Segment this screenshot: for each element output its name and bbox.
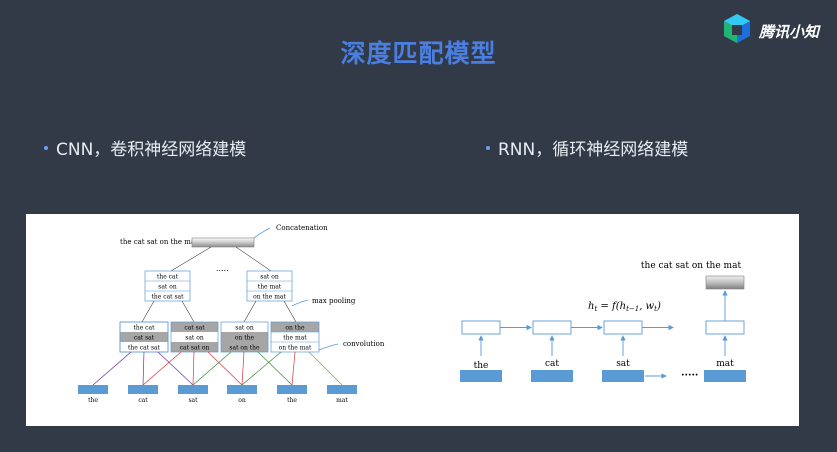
conv-cell: cat sat [184, 325, 205, 332]
conv-cell: on the [285, 325, 305, 332]
bullet-rnn: RNN，循环神经网络建模 [486, 135, 688, 160]
rnn-input-arrows [478, 290, 728, 356]
pool-cell: sat on [158, 284, 177, 291]
rnn-output-box [705, 275, 745, 290]
cnn-diagram: the cat sat on the mat Concatenation ...… [78, 224, 385, 404]
conv-cell: sat on [185, 335, 204, 342]
slide-title: 深度匹配模型 [340, 39, 497, 68]
cnn-word: cat [138, 397, 148, 404]
bullet-dot-icon [44, 145, 48, 150]
rnn-input-row [460, 370, 746, 382]
model-figure: the cat sat on the mat Concatenation ...… [26, 214, 799, 426]
conv-cell: the cat [133, 325, 155, 332]
rnn-word-embedding [531, 370, 573, 382]
cnn-word: on [238, 397, 246, 404]
conv-group-1: the cat cat sat the cat sat [119, 321, 169, 353]
conv-cell: on the [235, 335, 255, 342]
cnn-word-row: the cat sat on the mat [78, 385, 357, 404]
pool-cell: sat on [260, 274, 279, 281]
conv-cell: cat sat on [180, 345, 210, 352]
rnn-hidden-state [532, 320, 572, 335]
logo-text: 腾讯小知 [759, 23, 820, 41]
rnn-hidden-state [705, 320, 745, 335]
rnn-word-embedding [460, 370, 502, 382]
rnn-word: sat [616, 359, 630, 369]
bullet-dot-icon [486, 145, 490, 150]
cnn-input-sentence: the cat sat on the mat [120, 238, 198, 246]
conv-cell: cat sat [134, 335, 155, 342]
pool-group-2: sat on the mat on the mat [246, 270, 293, 302]
max-pooling-label: max pooling [312, 297, 356, 305]
rnn-word-embedding [602, 370, 644, 382]
pool-cell: the cat [157, 274, 179, 281]
concatenation-box [191, 237, 255, 248]
convolution-label: convolution [343, 340, 385, 348]
rnn-output-sentence: the cat sat on the mat [641, 261, 742, 271]
model-diagram: the cat sat on the mat Concatenation ...… [78, 224, 746, 404]
cnn-word: mat [336, 397, 348, 404]
conv-cell: the cat sat [128, 345, 161, 352]
rnn-hidden-row [461, 320, 745, 335]
bullet-rnn-text: RNN，循环神经网络建模 [498, 140, 689, 160]
conv-group-4: on the the mat on the mat [270, 321, 320, 353]
cnn-word: sat [188, 397, 198, 404]
rnn-ellipsis: ····· [681, 370, 698, 381]
pool-cell: the cat sat [151, 294, 184, 301]
conv-cell: the mat [283, 335, 307, 342]
cnn-word: the [88, 397, 98, 404]
rnn-diagram: the cat sat on the mat ht = f(ht−1, wt) [460, 261, 746, 382]
rnn-word-embedding [704, 370, 746, 382]
concatenation-pointer [253, 227, 271, 239]
conv-cell: sat on the [229, 345, 260, 352]
cnn-ellipsis: ..... [216, 264, 229, 273]
conv-group-2: cat sat sat on cat sat on [170, 321, 219, 353]
pool-group-1: the cat sat on the cat sat [144, 270, 191, 302]
conv-cell: sat on [235, 325, 254, 332]
pool-cell: on the mat [253, 294, 286, 301]
rnn-word: mat [716, 359, 734, 369]
rnn-formula: ht = f(ht−1, wt) [588, 301, 661, 313]
logo: 腾讯小知 [720, 12, 835, 46]
concatenation-label: Concatenation [276, 224, 328, 232]
cnn-word: the [287, 397, 297, 404]
pool-cell: the mat [258, 284, 282, 291]
rnn-hidden-state [603, 320, 643, 335]
bullet-cnn: CNN，卷积神经网络建模 [44, 135, 246, 160]
tencent-cube-icon [724, 14, 750, 43]
conv-cell: on the mat [279, 345, 312, 352]
conv-group-3: sat on on the sat on the [220, 321, 269, 353]
rnn-word: cat [545, 359, 559, 369]
conv-connections [92, 351, 343, 386]
bullet-cnn-text: CNN，卷积神经网络建模 [56, 140, 247, 160]
rnn-word: the [474, 361, 489, 371]
rnn-hidden-state [461, 320, 501, 335]
